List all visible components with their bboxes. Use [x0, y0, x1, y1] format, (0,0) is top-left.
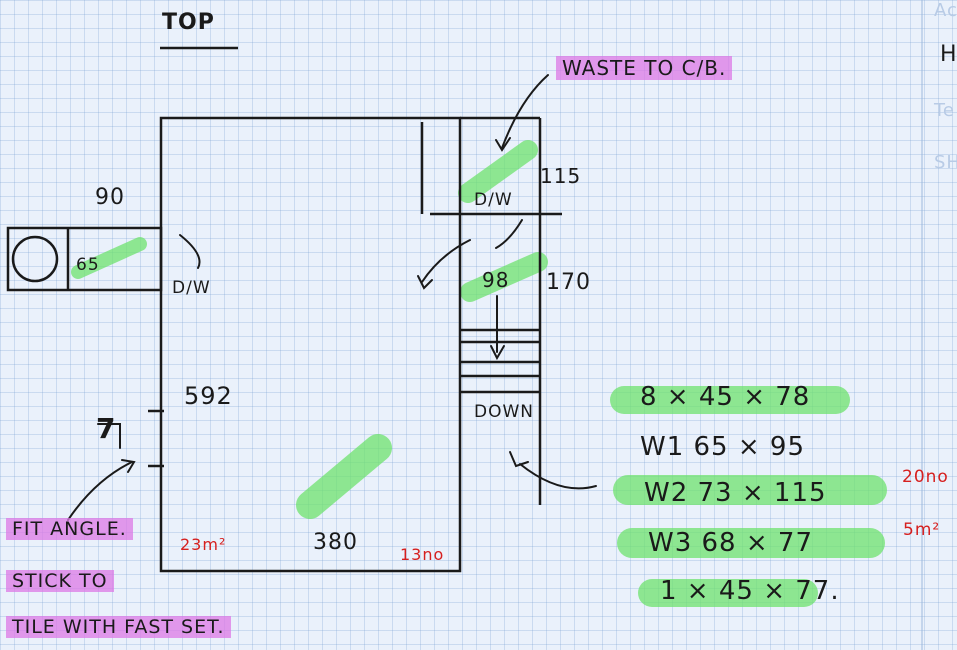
annotation-arrows — [67, 74, 597, 521]
green-highlights — [71, 140, 887, 607]
dim-592: 592 — [184, 382, 233, 410]
dim-65: 65 — [76, 255, 100, 275]
edge-text-2: H — [940, 42, 957, 67]
edge-text-1: Ac — [934, 0, 957, 21]
dim-115: 115 — [540, 164, 582, 188]
edge-text-3: Te — [934, 100, 956, 121]
label-dw-right: D/W — [474, 190, 513, 210]
label-dw-left: D/W — [172, 278, 211, 298]
list-item-4: W3 68 × 77 — [648, 528, 813, 558]
list-item-1: 8 × 45 × 78 — [640, 382, 811, 412]
edge-text-4: SH — [934, 152, 957, 173]
dim-380: 380 — [313, 530, 358, 555]
label-down: DOWN — [474, 402, 534, 422]
list-item-3: W2 73 × 115 — [644, 478, 827, 508]
list-item-2: W1 65 × 95 — [640, 432, 805, 462]
note-23m2: 23m² — [180, 535, 227, 554]
note-fit-angle: FIT ANGLE. — [6, 518, 133, 540]
note-stick-to: STICK TO — [6, 570, 114, 592]
dim-98: 98 — [482, 268, 510, 292]
note-13no: 13no — [400, 545, 445, 564]
dim-90: 90 — [95, 185, 125, 210]
note-tile-with: TILE WITH FAST SET. — [6, 616, 231, 638]
note-5m2: 5m² — [903, 520, 941, 540]
title-top: TOP — [162, 10, 215, 35]
note-20no: 20no — [902, 467, 949, 487]
list-item-5: 1 × 45 × 77. — [660, 576, 840, 606]
label-seven: 7 — [96, 412, 117, 445]
dim-170: 170 — [546, 270, 591, 295]
floor-plan-outline — [6, 46, 562, 573]
label-waste: WASTE TO C/B. — [556, 56, 733, 80]
